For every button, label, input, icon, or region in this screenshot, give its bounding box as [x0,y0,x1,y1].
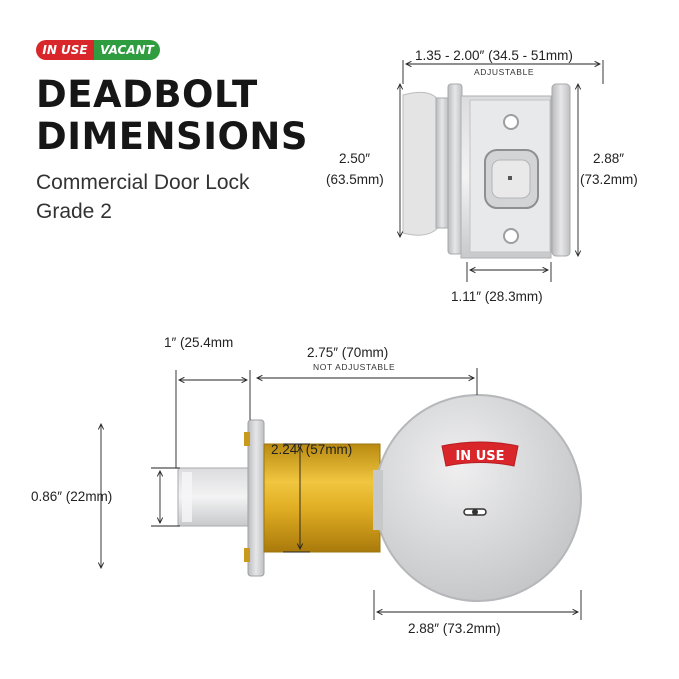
title-line-1: DEADBOLT [36,73,258,116]
bolt-throw-label: 1″ (25.4mm [164,335,234,350]
rose-height-mm: (73.2mm) [580,172,638,187]
spindle-diameter-label: 2.24″ (57mm) [271,442,353,457]
bolt-height-label: 0.86″ (22mm) [31,489,113,504]
in-use-label: IN USE [36,40,94,60]
faceplate-width-label: 1.11″ (28.3mm) [451,289,543,304]
top-view-lock [402,83,571,259]
top-view-dimensions [400,60,604,282]
indicator-in-use-text: IN USE [455,449,504,464]
vacant-label: VACANT [94,40,160,60]
backset-note-label: ADJUSTABLE [474,67,535,77]
status-badge: IN USE VACANT [36,40,160,60]
subtitle-line-1: Commercial Door Lock [36,171,250,194]
backset-range-label: 1.35 - 2.00″ (34.5 - 51mm) [415,48,573,63]
subtitle-line-2: Grade 2 [36,200,112,223]
faceplate-height-mm: (63.5mm) [326,172,384,187]
title-line-2: DIMENSIONS [36,115,309,158]
rose-diameter-label: 2.88″ (73.2mm) [408,621,501,636]
page-subtitle: Commercial Door Lock Grade 2 [36,168,250,226]
rose-height-in: 2.88″ [593,151,625,166]
side-view-dimensions [101,368,582,620]
page-title: DEADBOLT DIMENSIONS [36,74,308,158]
length-label: 2.75″ (70mm) [307,345,389,360]
length-note-label: NOT ADJUSTABLE [313,362,396,372]
faceplate-height-in: 2.50″ [339,151,371,166]
side-view-lock [177,394,582,602]
